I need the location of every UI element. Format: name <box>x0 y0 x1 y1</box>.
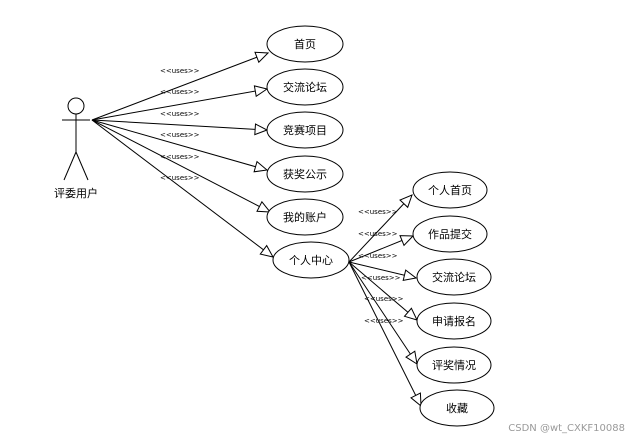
uses-forum-stereotype: <<uses>> <box>160 88 200 96</box>
usecase-home-label: 首页 <box>294 37 316 51</box>
uses-judging-edge <box>348 261 418 365</box>
uses-forum-edge <box>91 88 268 121</box>
uses-favorites-arrowhead <box>410 392 422 408</box>
usecase-personal-home-label: 个人首页 <box>428 183 472 197</box>
usecase-sub-forum-ellipse <box>416 258 492 296</box>
uses-personal-home-stereotype: <<uses>> <box>358 208 398 216</box>
usecase-forum-label: 交流论坛 <box>283 80 327 94</box>
usecase-home-ellipse <box>266 25 344 63</box>
usecase-awards-ellipse <box>266 155 344 193</box>
usecase-personal-center-label: 个人中心 <box>289 254 333 267</box>
uses-awards-edge <box>91 119 268 171</box>
uses-account-stereotype: <<uses>> <box>160 153 200 161</box>
actor-left-leg <box>63 151 77 181</box>
uses-home-edge <box>91 52 269 121</box>
usecase-apply-signup-label: 申请报名 <box>432 314 476 328</box>
uses-account-edge <box>91 119 271 213</box>
usecase-work-submit-label: 作品提交 <box>428 227 472 241</box>
usecase-personal-home-ellipse <box>412 171 488 209</box>
actor-label: 评委用户 <box>54 186 98 200</box>
usecase-account-ellipse <box>266 198 344 236</box>
uses-apply-signup-edge <box>348 261 418 321</box>
uses-personal-center-arrowhead <box>259 244 274 258</box>
uses-favorites-stereotype: <<uses>> <box>364 317 404 325</box>
watermark: CSDN @wt_CXKF10088 <box>508 423 625 434</box>
uses-favorites-edge <box>348 261 422 407</box>
usecase-sub-forum-label: 交流论坛 <box>432 270 476 284</box>
uses-work-submit-arrowhead <box>399 235 415 247</box>
use-case-nodes: 首页交流论坛竞赛项目获奖公示我的账户个人中心个人首页作品提交交流论坛申请报名评奖… <box>266 25 495 427</box>
uses-apply-signup-arrowhead <box>403 307 418 321</box>
uses-account-arrowhead <box>256 200 272 213</box>
uses-apply-signup-stereotype: <<uses>> <box>361 274 401 282</box>
usecase-projects-label: 竞赛项目 <box>283 123 327 137</box>
uses-personal-home-edge <box>348 194 413 263</box>
uses-awards-arrowhead <box>253 160 269 173</box>
uses-projects-arrowhead <box>254 123 269 136</box>
usecase-personal-center-ellipse <box>272 241 350 279</box>
uses-forum-arrowhead <box>253 85 269 98</box>
uses-judging-arrowhead <box>405 350 418 366</box>
uses-home-arrowhead <box>254 51 270 64</box>
uses-personal-center-stereotype: <<uses>> <box>160 174 200 182</box>
uses-home-stereotype: <<uses>> <box>160 67 200 75</box>
actor-right-leg <box>75 151 89 181</box>
association-edges <box>91 51 422 408</box>
actor-head <box>67 97 85 115</box>
uses-projects-stereotype: <<uses>> <box>160 110 200 118</box>
usecase-account-label: 我的账户 <box>283 210 327 224</box>
uses-sub-forum-arrowhead <box>402 269 418 282</box>
uses-sub-forum-stereotype: <<uses>> <box>358 252 398 260</box>
uses-personal-center-edge <box>91 119 274 258</box>
usecase-judging-label: 评奖情况 <box>432 358 476 372</box>
usecase-judging-ellipse <box>416 346 492 384</box>
usecase-favorites-label: 收藏 <box>446 401 468 415</box>
usecase-awards-label: 获奖公示 <box>283 167 327 181</box>
usecase-apply-signup-ellipse <box>416 302 492 340</box>
usecase-forum-ellipse <box>266 68 344 106</box>
uses-projects-edge <box>91 119 268 131</box>
uses-judging-stereotype: <<uses>> <box>364 295 404 303</box>
uses-work-submit-stereotype: <<uses>> <box>358 230 398 238</box>
uses-personal-home-arrowhead <box>399 194 413 209</box>
usecase-favorites-ellipse <box>419 389 495 427</box>
uses-awards-stereotype: <<uses>> <box>160 131 200 139</box>
usecase-work-submit-ellipse <box>412 215 488 253</box>
stereotype-labels: <<uses>> <<uses>> <<uses>> <<uses>> <<uses>>… <box>160 67 404 325</box>
usecase-projects-ellipse <box>266 111 344 149</box>
actor-judge: 评委用户 <box>54 97 98 200</box>
